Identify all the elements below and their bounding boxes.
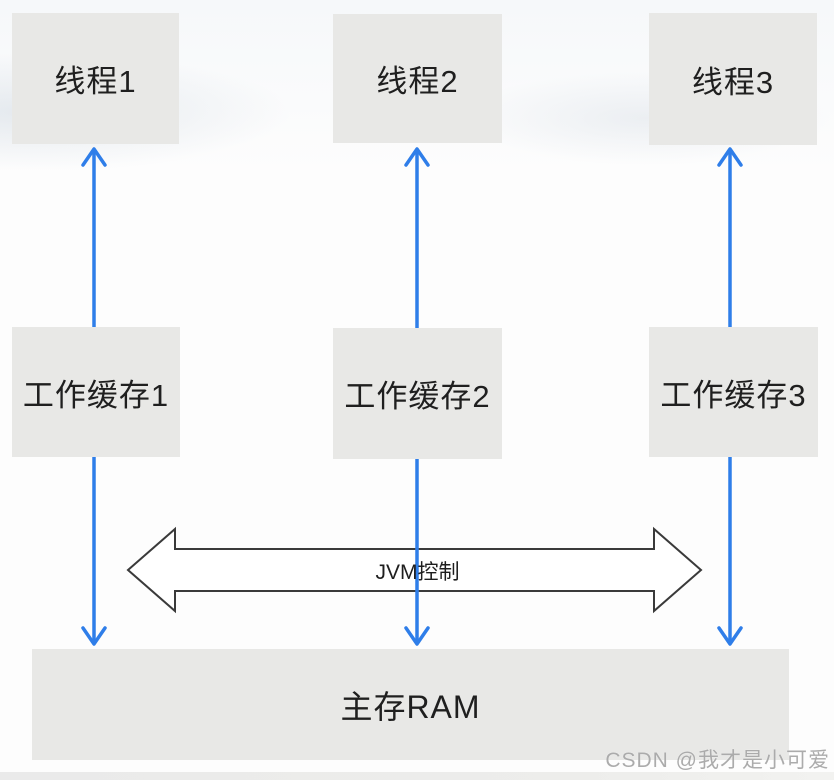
bottom-edge-strip xyxy=(0,772,834,780)
main-memory-label: 主存RAM xyxy=(340,688,481,725)
csdn-watermark: CSDN @我才是小可爱 xyxy=(605,749,830,772)
thread-3-box: 线程3 xyxy=(649,13,817,145)
main-memory-box: 主存RAM xyxy=(32,649,789,760)
work-cache-2-label: 工作缓存2 xyxy=(344,379,491,414)
thread-2-label: 线程2 xyxy=(376,64,459,99)
thread-1-box: 线程1 xyxy=(12,13,179,144)
thread-1-label: 线程1 xyxy=(54,64,137,99)
jvm-double-arrow xyxy=(126,526,703,614)
thread-2-box: 线程2 xyxy=(333,14,502,143)
work-cache-3-label: 工作缓存3 xyxy=(660,377,807,413)
work-cache-3-box: 工作缓存3 xyxy=(649,327,818,457)
work-cache-1-label: 工作缓存1 xyxy=(22,377,170,413)
work-cache-2-box: 工作缓存2 xyxy=(333,328,502,459)
thread-3-label: 线程3 xyxy=(691,64,775,100)
work-cache-1-box: 工作缓存1 xyxy=(12,327,180,457)
